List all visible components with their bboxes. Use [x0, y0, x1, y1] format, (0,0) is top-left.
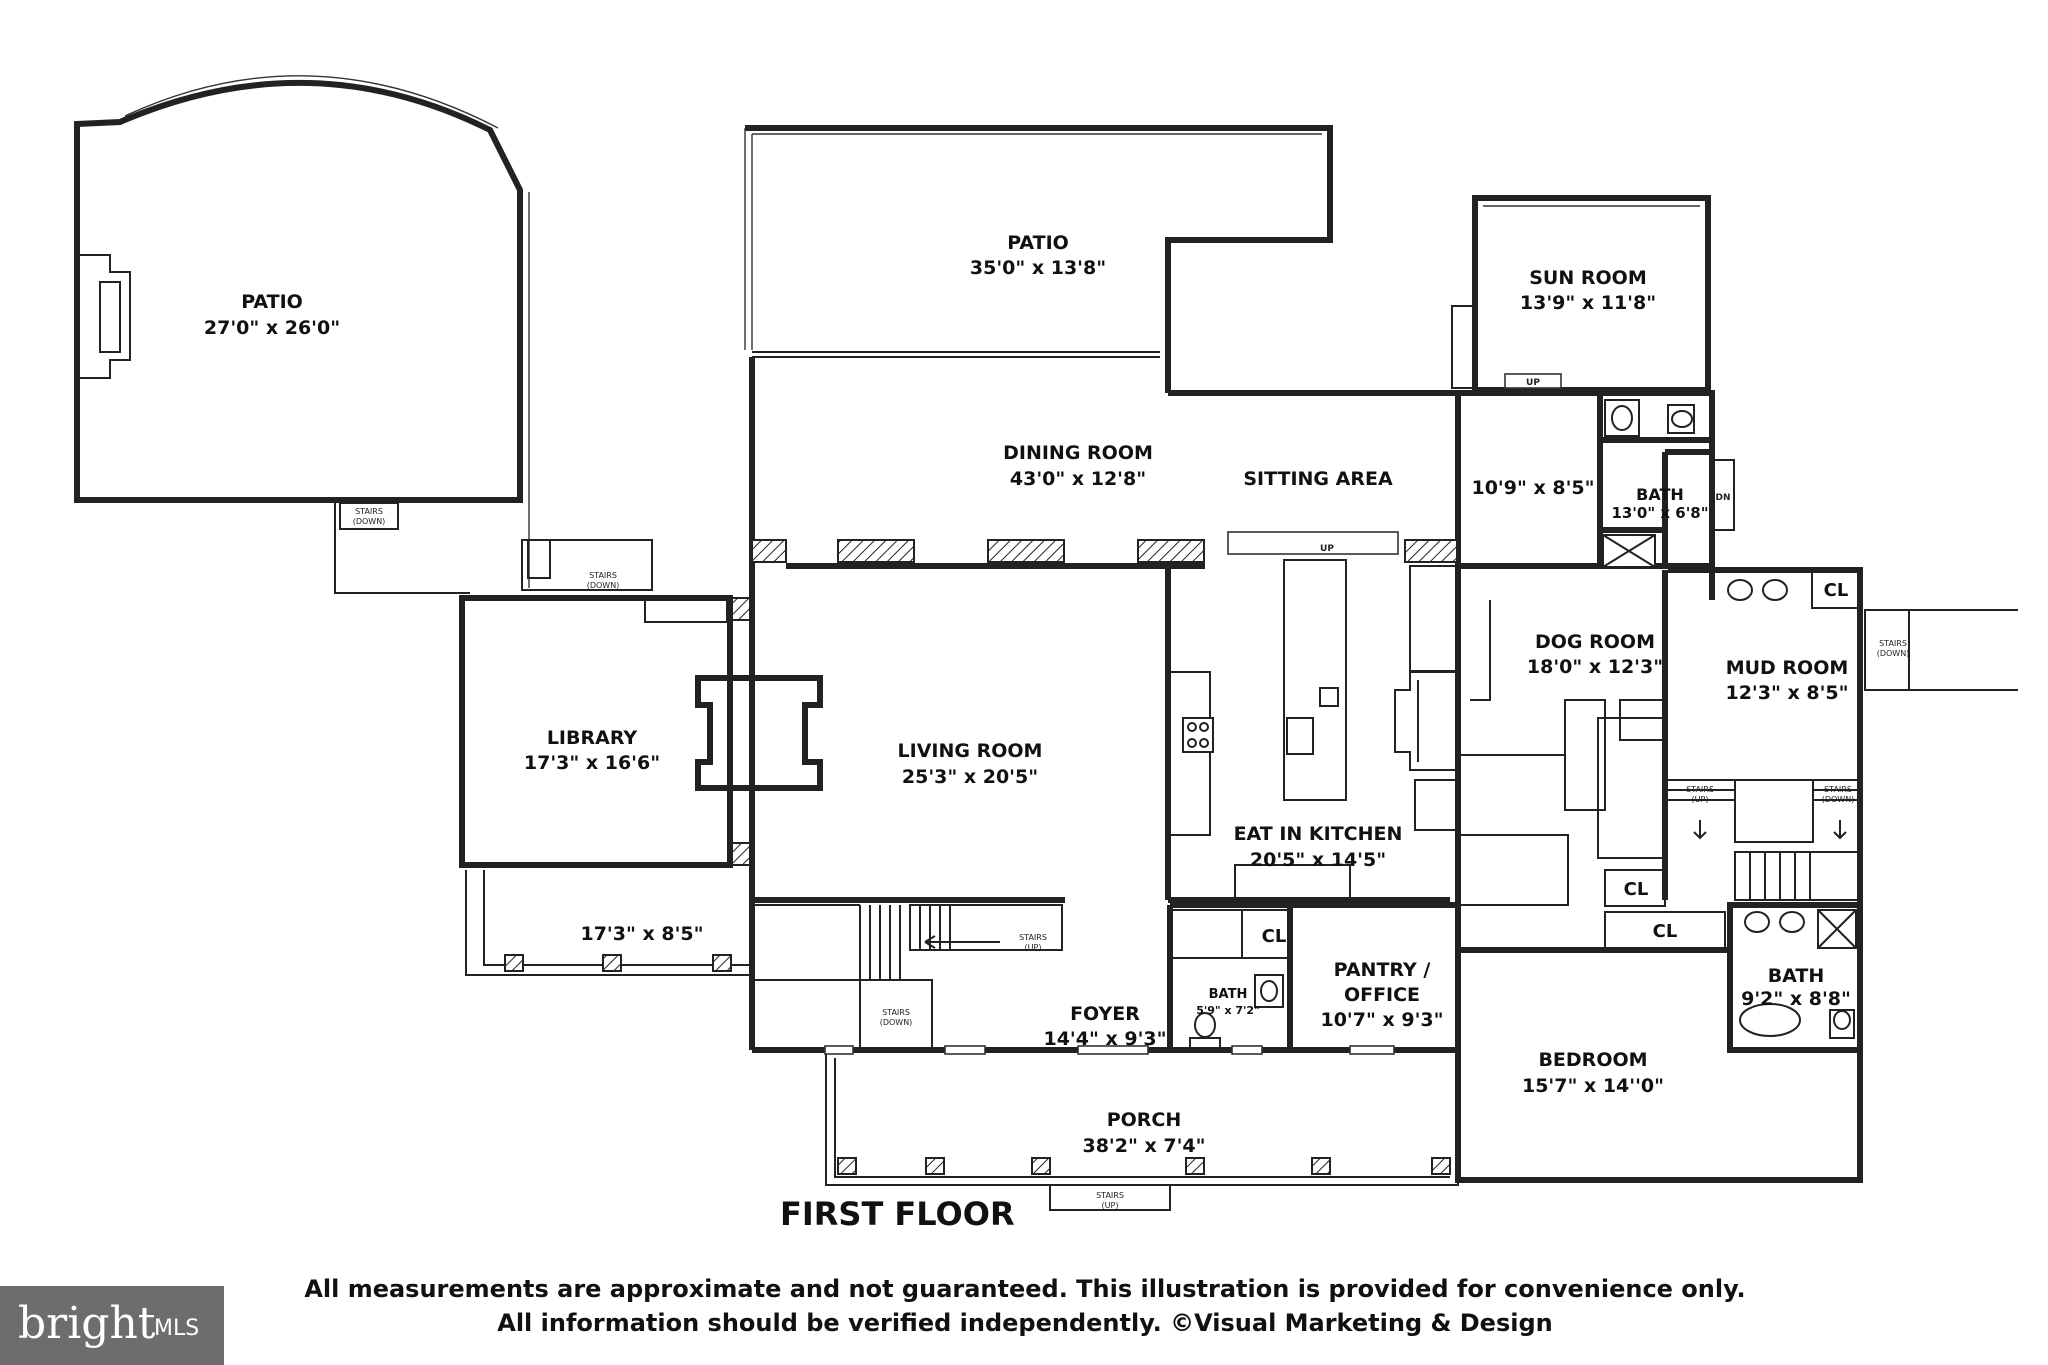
stairs-up-mud-label: (UP) — [1692, 795, 1709, 804]
dog-room-dim: 18'0" x 12'3" — [1527, 656, 1663, 678]
stairs-down-east-label: (DOWN) — [1877, 649, 1910, 658]
mud-room-dim: 12'3" x 8'5" — [1725, 682, 1848, 704]
stairs-down-foyer-label: (DOWN) — [880, 1018, 913, 1027]
pantry-name-2: OFFICE — [1344, 984, 1420, 1006]
main-house — [459, 357, 2018, 1183]
stairs-up-foyer-label: (UP) — [1025, 943, 1042, 952]
bedroom-dim: 15'7" x 14''0" — [1522, 1075, 1664, 1097]
disclaimer-line-2: All information should be verified indep… — [497, 1309, 1553, 1337]
patio-west-dim: 27'0" x 26'0" — [204, 317, 340, 339]
stairs-label-porch: STAIRS — [1096, 1191, 1124, 1200]
pantry-name-1: PANTRY / — [1334, 959, 1431, 981]
stairs-label-foyer: STAIRS — [1019, 933, 1047, 942]
foyer-dim: 14'4" x 9'3" — [1043, 1028, 1166, 1050]
up-label-sun: UP — [1526, 378, 1540, 388]
patio-west-name: PATIO — [241, 291, 303, 313]
stove-icon — [1182, 717, 1214, 753]
sink-icon — [1286, 717, 1314, 755]
patio-west — [74, 75, 653, 594]
stairs-down-mud-label: (DOWN) — [1822, 795, 1855, 804]
stairs-porch — [1049, 1184, 1171, 1211]
toilet-icon — [1667, 404, 1695, 434]
porch-dim: 38'2" x 7'4" — [1082, 1135, 1205, 1157]
dining-room-name: DINING ROOM — [1003, 442, 1153, 464]
kitchen-island — [1283, 559, 1347, 801]
stairs-foyer — [859, 904, 1063, 1051]
kitchen-dim: 20'5" x 14'5" — [1250, 849, 1386, 871]
library-dim: 17'3" x 16'6" — [524, 752, 660, 774]
logo-suffix: MLS — [154, 1316, 200, 1341]
closet-pantry: CL — [1262, 926, 1287, 947]
pantry-dim: 10'7" x 9'3" — [1320, 1009, 1443, 1031]
dining-room-dim: 43'0" x 12'8" — [1010, 468, 1146, 490]
logo-text: bright — [18, 1298, 156, 1349]
porch-name: PORCH — [1107, 1109, 1182, 1131]
patio-north — [744, 125, 1333, 393]
bathtub-icon — [1739, 1003, 1801, 1037]
closet-mud: CL — [1824, 580, 1849, 601]
sink-icon — [1254, 974, 1284, 1008]
closet-hall: CL — [1653, 921, 1678, 942]
stairs-label-mud-up: STAIRS — [1686, 785, 1714, 794]
stairs-label-west: STAIRS — [355, 507, 383, 516]
stairs-down-center-label: (DOWN) — [587, 581, 620, 590]
bedroom-name: BEDROOM — [1538, 1049, 1647, 1071]
room-labels: PATIO 27'0" x 26'0" PATIO 35'0" x 13'8" … — [204, 232, 1909, 1210]
porch — [824, 1045, 1459, 1211]
living-room-name: LIVING ROOM — [898, 740, 1043, 762]
living-room-dim: 25'3" x 20'5" — [902, 766, 1038, 788]
mud-room-name: MUD ROOM — [1726, 657, 1849, 679]
foyer-name: FOYER — [1070, 1003, 1140, 1025]
dog-room-name: DOG ROOM — [1535, 631, 1655, 653]
toilet-icon — [1829, 1009, 1855, 1039]
stairs-label-center: STAIRS — [589, 571, 617, 580]
bath-bed-name: BATH — [1768, 965, 1825, 987]
bright-mls-logo: bright MLS — [0, 1286, 224, 1365]
bath-upper-dim: 13'0" x 6'8" — [1611, 504, 1708, 522]
disclaimer: All measurements are approximate and not… — [230, 1272, 1820, 1340]
porch-side-dim: 17'3" x 8'5" — [580, 923, 703, 945]
patio-north-dim: 35'0" x 13'8" — [970, 257, 1106, 279]
small-room-dim: 10'9" x 8'5" — [1471, 477, 1594, 499]
stairs-label-mud-down: STAIRS — [1824, 785, 1852, 794]
sitting-area-name: SITTING AREA — [1243, 468, 1393, 490]
floor-title: FIRST FLOOR — [780, 1195, 1015, 1233]
kitchen-name: EAT IN KITCHEN — [1234, 823, 1403, 845]
bath-upper-name: BATH — [1636, 485, 1684, 504]
up-label-kitchen: UP — [1320, 544, 1334, 554]
stairs-label-foyer-down: STAIRS — [882, 1008, 910, 1017]
sun-room-name: SUN ROOM — [1529, 267, 1646, 289]
stairs-up-porch-label: (UP) — [1102, 1201, 1119, 1210]
dn-label: DN — [1715, 493, 1730, 503]
sink-small-icon — [1319, 687, 1339, 707]
closet-dog: CL — [1624, 879, 1649, 900]
stairs-down-west-label: (DOWN) — [353, 517, 386, 526]
stairs-label-east: STAIRS — [1879, 639, 1907, 648]
bath-small-dim: 5'9" x 7'2" — [1196, 1004, 1260, 1017]
sun-room-dim: 13'9" x 11'8" — [1520, 292, 1656, 314]
disclaimer-line-1: All measurements are approximate and not… — [304, 1275, 1746, 1303]
library-name: LIBRARY — [547, 727, 638, 749]
bath-small-name: BATH — [1209, 987, 1248, 1002]
stairs-down-west — [339, 502, 399, 530]
patio-north-name: PATIO — [1007, 232, 1069, 254]
bath-bed-dim: 9'2" x 8'8" — [1741, 988, 1851, 1010]
